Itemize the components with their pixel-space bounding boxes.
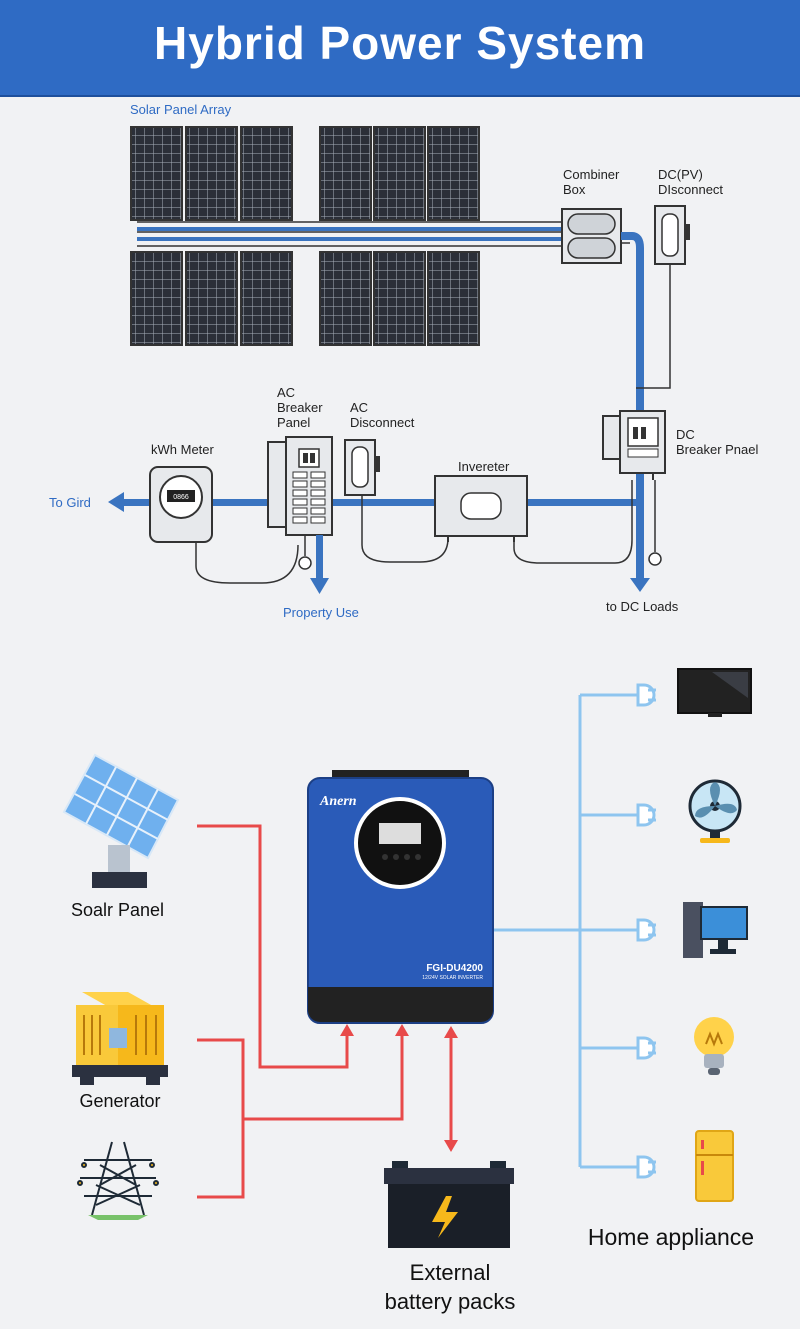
to-grid-label: To Gird bbox=[49, 495, 91, 510]
fan-icon bbox=[688, 779, 742, 843]
kwh-meter: 0866 bbox=[149, 466, 213, 543]
light-bulb-icon bbox=[694, 1017, 734, 1075]
ac-disconnect-label: AC Disconnect bbox=[350, 400, 415, 430]
header-banner: Hybrid Power System bbox=[0, 0, 800, 97]
kwh-meter-label: kWh Meter bbox=[151, 442, 214, 457]
dc-pv-disconnect-label: DC(PV) DIsconnect bbox=[658, 167, 724, 197]
hybrid-inverter: Anern FGI-DU4200 12/24V SOLAR INVERTER bbox=[307, 770, 494, 1024]
battery-icon bbox=[384, 1161, 514, 1248]
plug-icons bbox=[636, 683, 656, 1179]
computer-icon bbox=[683, 902, 748, 958]
combiner-box bbox=[561, 208, 622, 264]
property-use-label: Property Use bbox=[283, 605, 359, 620]
grid-tower-icon bbox=[77, 1141, 159, 1220]
solar-panel-icon bbox=[62, 753, 180, 888]
inverter-label: Invereter bbox=[458, 459, 510, 474]
tv-icon bbox=[677, 668, 752, 717]
appliance-bus bbox=[492, 693, 638, 1169]
dc-breaker-panel-label: DC Breaker Pnael bbox=[676, 427, 759, 457]
ac-breaker-panel-label: AC Breaker Panel bbox=[277, 385, 323, 430]
solar-array-label: Solar Panel Array bbox=[130, 102, 232, 117]
combiner-box-label: Combiner Box bbox=[563, 167, 620, 197]
home-appliance-label: Home appliance bbox=[587, 1224, 755, 1250]
generator-label: Generator bbox=[79, 1091, 161, 1111]
ac-breaker-panel bbox=[267, 436, 333, 536]
meter-reading: 0866 bbox=[173, 494, 189, 501]
inverter-subtitle: 12/24V SOLAR INVERTER bbox=[422, 975, 483, 981]
inverter-top bbox=[434, 475, 528, 542]
solar-panel-array bbox=[130, 126, 563, 346]
input-wires bbox=[197, 824, 453, 1199]
ac-disconnect bbox=[344, 439, 380, 496]
page-title: Hybrid Power System bbox=[154, 17, 646, 69]
dc-breaker-panel bbox=[602, 410, 666, 480]
generator-icon bbox=[72, 992, 168, 1085]
inverter-model: FGI-DU4200 bbox=[426, 963, 483, 974]
solar-panel-label: Soalr Panel bbox=[70, 900, 165, 920]
to-dc-loads-label: to DC Loads bbox=[606, 599, 679, 614]
inverter-brand: Anern bbox=[319, 794, 357, 809]
fridge-icon bbox=[695, 1130, 734, 1202]
dc-pv-disconnect bbox=[654, 205, 690, 265]
battery-label: External battery packs bbox=[384, 1260, 516, 1314]
